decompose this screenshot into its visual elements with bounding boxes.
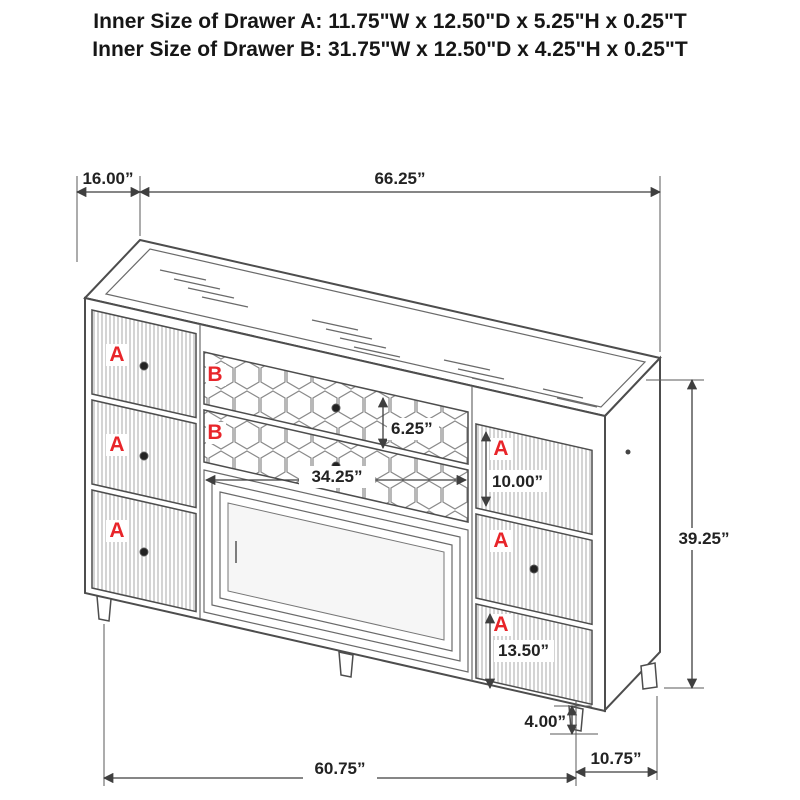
drawer-a5-knob bbox=[529, 564, 539, 574]
dim-bottom-depth-label: 10.75” bbox=[590, 749, 641, 768]
open-shelf-compartment bbox=[203, 469, 469, 673]
drawer-a1-knob bbox=[139, 361, 149, 371]
dim-top-width-label: 66.25” bbox=[374, 169, 425, 188]
dim-leg-height: 4.00” bbox=[512, 704, 598, 736]
dim-b-drawer-width: 34.25” bbox=[204, 466, 468, 488]
drawer-a5-label: A bbox=[493, 529, 508, 552]
dim-a-right-drawer-height: 10.00” bbox=[480, 430, 548, 508]
drawer-a6-label: A bbox=[493, 613, 508, 636]
dim-bottom-width: 60.75” bbox=[102, 624, 578, 786]
drawer-a1-label: A bbox=[109, 343, 124, 366]
dim-top-width: 66.25” bbox=[138, 169, 662, 352]
glass-hatch-marks bbox=[159, 269, 598, 408]
dim-bottom-width-label: 60.75” bbox=[314, 759, 365, 778]
dim-top-depth: 16.00” bbox=[75, 169, 142, 262]
drawer-b2-label: B bbox=[207, 421, 222, 444]
dim-a-bottom-drawer-height-label: 13.50” bbox=[498, 641, 549, 660]
dim-b-drawer-height: 6.25” bbox=[377, 396, 439, 450]
dim-a-bottom-drawer-height: 13.50” bbox=[484, 612, 554, 690]
dim-a-right-drawer-height-label: 10.00” bbox=[492, 472, 543, 491]
dim-top-depth-label: 16.00” bbox=[82, 169, 133, 188]
drawer-letter-labels: A A A B B A A A bbox=[106, 343, 513, 636]
drawer-a2 bbox=[91, 399, 197, 509]
drawer-b1-knob bbox=[331, 403, 341, 413]
drawer-a4-label: A bbox=[493, 437, 508, 460]
drawer-a3-label: A bbox=[109, 519, 124, 542]
side-keyhole-dot bbox=[625, 449, 631, 455]
dim-bottom-depth: 10.75” bbox=[574, 696, 659, 780]
leg-front-left bbox=[96, 595, 112, 622]
leg-back-right bbox=[640, 662, 658, 690]
dim-right-height-label: 39.25” bbox=[678, 529, 729, 548]
leg-front-middle bbox=[338, 651, 354, 678]
title-line-2: Inner Size of Drawer B: 31.75"W x 12.50"… bbox=[92, 38, 688, 61]
drawer-a3-knob bbox=[139, 547, 149, 557]
dim-leg-height-label: 4.00” bbox=[524, 712, 566, 731]
drawer-a1 bbox=[91, 309, 197, 419]
title-line-1: Inner Size of Drawer A: 11.75"W x 12.50"… bbox=[93, 10, 687, 33]
drawer-b1-label: B bbox=[207, 363, 222, 386]
dim-b-drawer-height-label: 6.25” bbox=[391, 419, 433, 438]
dim-right-height: 39.25” bbox=[646, 378, 738, 690]
drawer-a2-knob bbox=[139, 451, 149, 461]
dim-b-drawer-width-label: 34.25” bbox=[311, 467, 362, 486]
drawer-a2-label: A bbox=[109, 433, 124, 456]
cabinet-side-face bbox=[604, 355, 661, 713]
